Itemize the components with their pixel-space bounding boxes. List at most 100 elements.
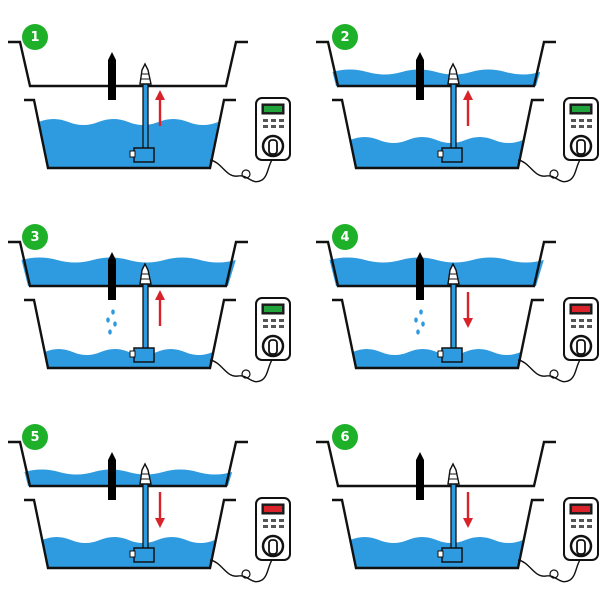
timer-button — [271, 325, 276, 328]
timer-button — [587, 525, 592, 528]
power-cable — [517, 359, 581, 383]
timer-button — [571, 119, 576, 122]
pump-pipe — [450, 81, 457, 157]
flow-arrow-head — [155, 290, 165, 300]
power-plug — [268, 339, 278, 355]
drain-spout — [416, 52, 424, 100]
power-cable — [517, 559, 581, 583]
water-drip — [419, 309, 423, 315]
upper-basin-outline — [8, 40, 248, 88]
flow-arrow-head — [155, 518, 165, 528]
lower-basin-outline — [332, 298, 544, 370]
water-drip — [108, 329, 112, 335]
step-badge-6: 6 — [332, 424, 358, 450]
lower-basin-outline — [332, 98, 544, 170]
pump-body — [133, 147, 155, 163]
lower-basin-outline — [332, 498, 544, 570]
step-badge-2: 2 — [332, 24, 358, 50]
timer-button — [271, 525, 276, 528]
timer-button — [263, 119, 268, 122]
pump-cable-plug — [437, 550, 444, 558]
step-panel-5: 5 — [0, 400, 300, 600]
pump-cable-plug — [129, 350, 136, 358]
step-badge-5: 5 — [22, 424, 48, 450]
power-plug — [268, 139, 278, 155]
drain-spout — [108, 252, 116, 300]
step-badge-1: 1 — [22, 24, 48, 50]
water-drip — [416, 329, 420, 335]
power-cable-loop — [241, 569, 251, 579]
pump-pipe — [142, 81, 149, 157]
water-drip — [106, 317, 110, 323]
lower-basin-water — [352, 349, 521, 368]
power-cable-loop — [549, 369, 559, 379]
timer-button — [271, 125, 276, 128]
upper-basin-water — [24, 469, 233, 486]
step-illustration-3 — [8, 240, 291, 383]
upper-basin-outline — [316, 440, 556, 488]
step-badge-4: 4 — [332, 224, 358, 250]
pump-pipe — [450, 481, 457, 557]
power-plug — [576, 339, 586, 355]
power-cable — [209, 159, 273, 183]
flow-arrow-head — [463, 518, 473, 528]
upper-basin-outline — [8, 240, 248, 288]
power-cable — [209, 559, 273, 583]
lower-basin-outline — [24, 98, 236, 170]
step-illustration-2 — [316, 40, 599, 183]
power-cable-loop — [241, 169, 251, 179]
water-drip — [421, 321, 425, 327]
pump-pipe — [142, 481, 149, 557]
drain-spout — [108, 452, 116, 500]
timer-display-screen — [264, 306, 282, 312]
timer-button — [587, 119, 592, 122]
timer-button — [571, 525, 576, 528]
water-drip — [113, 321, 117, 327]
timer-button — [571, 125, 576, 128]
step-panel-4: 4 — [300, 200, 600, 400]
timer-button — [587, 325, 592, 328]
pump-body — [133, 347, 155, 363]
timer-button — [271, 119, 276, 122]
power-plug — [268, 539, 278, 555]
pump-cable-plug — [437, 350, 444, 358]
lower-basin-water — [44, 349, 213, 368]
upper-basin-outline — [316, 240, 556, 288]
timer-button — [263, 125, 268, 128]
timer-button — [587, 319, 592, 322]
upper-basin-water — [21, 257, 236, 286]
timer-display-screen — [572, 306, 590, 312]
lower-basin-water — [350, 537, 523, 568]
lower-basin-outline — [24, 298, 236, 370]
power-cable — [209, 359, 273, 383]
timer-button — [279, 325, 284, 328]
upper-basin-outline — [8, 440, 248, 488]
pump-body — [441, 147, 463, 163]
pump-body — [441, 547, 463, 563]
timer-button — [571, 519, 576, 522]
lower-basin-water — [38, 119, 219, 168]
power-cable-loop — [549, 169, 559, 179]
flow-arrow-head — [463, 90, 473, 100]
lower-basin-water — [42, 537, 215, 568]
timer-button — [271, 319, 276, 322]
timer-button — [579, 519, 584, 522]
timer-button — [579, 319, 584, 322]
timer-button — [279, 319, 284, 322]
flow-arrow-head — [463, 318, 473, 328]
step-illustration-5 — [8, 440, 291, 583]
timer-button — [279, 519, 284, 522]
timer-button — [579, 125, 584, 128]
step-illustration-4 — [316, 240, 599, 383]
pump-cable-plug — [129, 150, 136, 158]
timer-button — [263, 319, 268, 322]
power-cable-loop — [549, 569, 559, 579]
drain-spout — [416, 252, 424, 300]
timer-button — [571, 319, 576, 322]
pump-cable-plug — [129, 550, 136, 558]
timer-button — [579, 525, 584, 528]
timer-button — [587, 519, 592, 522]
timer-display-screen — [264, 506, 282, 512]
step-badge-3: 3 — [22, 224, 48, 250]
